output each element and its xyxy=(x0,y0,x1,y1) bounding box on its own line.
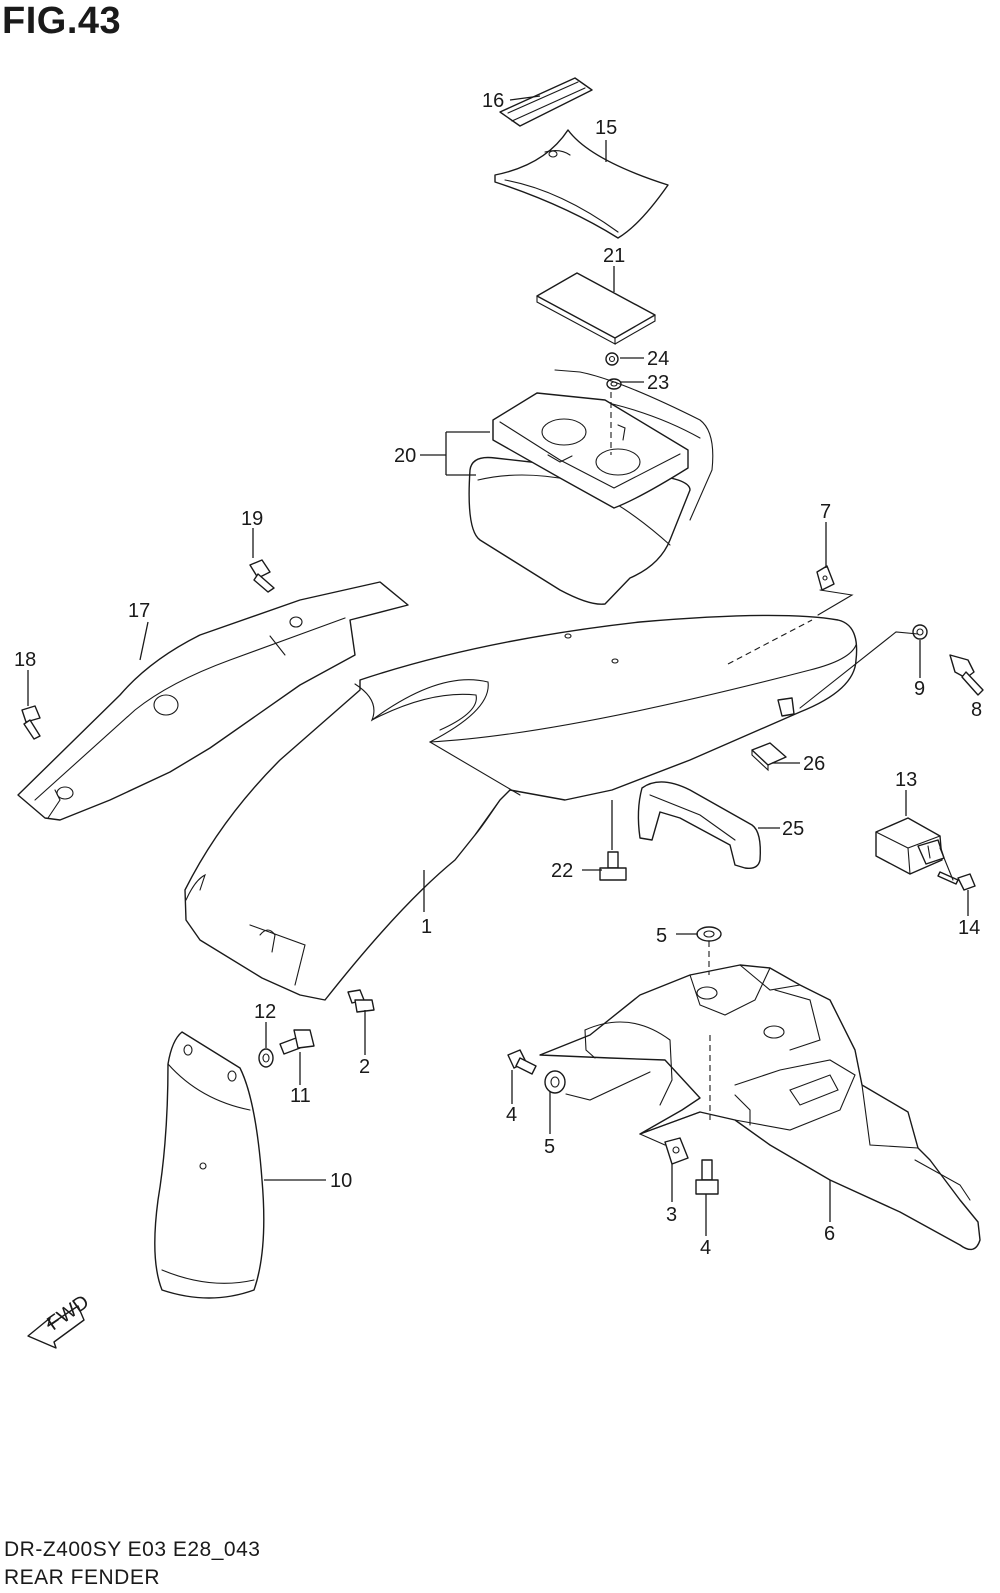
part-4-bolt-side[interactable] xyxy=(507,1049,537,1075)
callout-21: 21 xyxy=(603,245,625,267)
callout-11: 11 xyxy=(290,1085,311,1107)
callout-8: 8 xyxy=(971,699,982,721)
callout-14: 14 xyxy=(958,917,980,939)
part-5-grommet-top[interactable] xyxy=(696,926,722,942)
part-16-strap[interactable] xyxy=(499,77,593,127)
part-22-bolt[interactable] xyxy=(599,851,627,881)
callout-23: 23 xyxy=(647,372,669,394)
part-26-pad[interactable] xyxy=(751,742,787,772)
callout-9: 9 xyxy=(914,678,925,700)
callout-18: 18 xyxy=(14,649,36,671)
callout-13: 13 xyxy=(895,769,917,791)
callout-3: 3 xyxy=(666,1204,677,1226)
callout-6: 6 xyxy=(824,1223,835,1245)
leader-lines xyxy=(27,95,969,1236)
callout-16: 16 xyxy=(482,90,504,112)
part-11-bolt[interactable] xyxy=(279,1029,315,1055)
part-6-under-fender[interactable] xyxy=(539,964,981,1251)
part-10-mud-flap[interactable] xyxy=(154,1031,265,1299)
part-9-washer[interactable] xyxy=(912,624,928,640)
part-7-clip[interactable] xyxy=(816,565,835,591)
callout-4-bottom: 4 xyxy=(700,1237,711,1259)
callout-7: 7 xyxy=(820,501,831,523)
callout-12: 12 xyxy=(254,1001,276,1023)
fwd-arrow-icon: FWD xyxy=(27,1291,93,1349)
part-12-washer[interactable] xyxy=(258,1048,274,1068)
callout-1: 1 xyxy=(421,916,432,938)
part-17-side-cover[interactable] xyxy=(17,581,409,821)
section-name: REAR FENDER xyxy=(4,1566,161,1589)
part-8-bolt[interactable] xyxy=(949,654,984,696)
part-24-nut[interactable] xyxy=(605,352,619,366)
callout-10: 10 xyxy=(330,1170,352,1192)
part-20-battery-box[interactable] xyxy=(468,369,714,605)
callout-4-side: 4 xyxy=(506,1104,517,1126)
figure-title: FIG.43 xyxy=(2,0,122,42)
part-19-bolt[interactable] xyxy=(249,559,275,593)
part-1-rear-fender[interactable] xyxy=(184,614,858,1001)
part-15-cushion[interactable] xyxy=(494,129,669,239)
part-2-bolt[interactable] xyxy=(347,989,375,1013)
callout-5-side: 5 xyxy=(544,1136,555,1158)
part-14-screw[interactable] xyxy=(937,871,976,891)
callout-19: 19 xyxy=(241,508,263,530)
callout-20: 20 xyxy=(394,445,416,467)
callout-5-top: 5 xyxy=(656,925,667,947)
part-25-grip[interactable] xyxy=(637,781,762,870)
callout-labels: 1 2 3 4 4 5 5 6 7 8 9 10 11 12 13 14 15 … xyxy=(14,90,982,1259)
part-3-clip-nut[interactable] xyxy=(664,1137,689,1165)
model-code: DR-Z400SY E03 E28_043 xyxy=(4,1538,261,1561)
part-18-bolt[interactable] xyxy=(21,705,41,740)
part-13-relay[interactable] xyxy=(875,817,945,875)
callout-26: 26 xyxy=(803,753,825,775)
callout-24: 24 xyxy=(647,348,669,370)
callout-25: 25 xyxy=(782,818,804,840)
callout-17: 17 xyxy=(128,600,150,622)
callout-22: 22 xyxy=(551,860,573,882)
callout-2: 2 xyxy=(359,1056,370,1078)
part-21-pad[interactable] xyxy=(536,272,656,345)
part-4-bolt-bottom[interactable] xyxy=(695,1159,719,1195)
part-5-grommet-side[interactable] xyxy=(544,1070,566,1094)
callout-15: 15 xyxy=(595,117,617,139)
